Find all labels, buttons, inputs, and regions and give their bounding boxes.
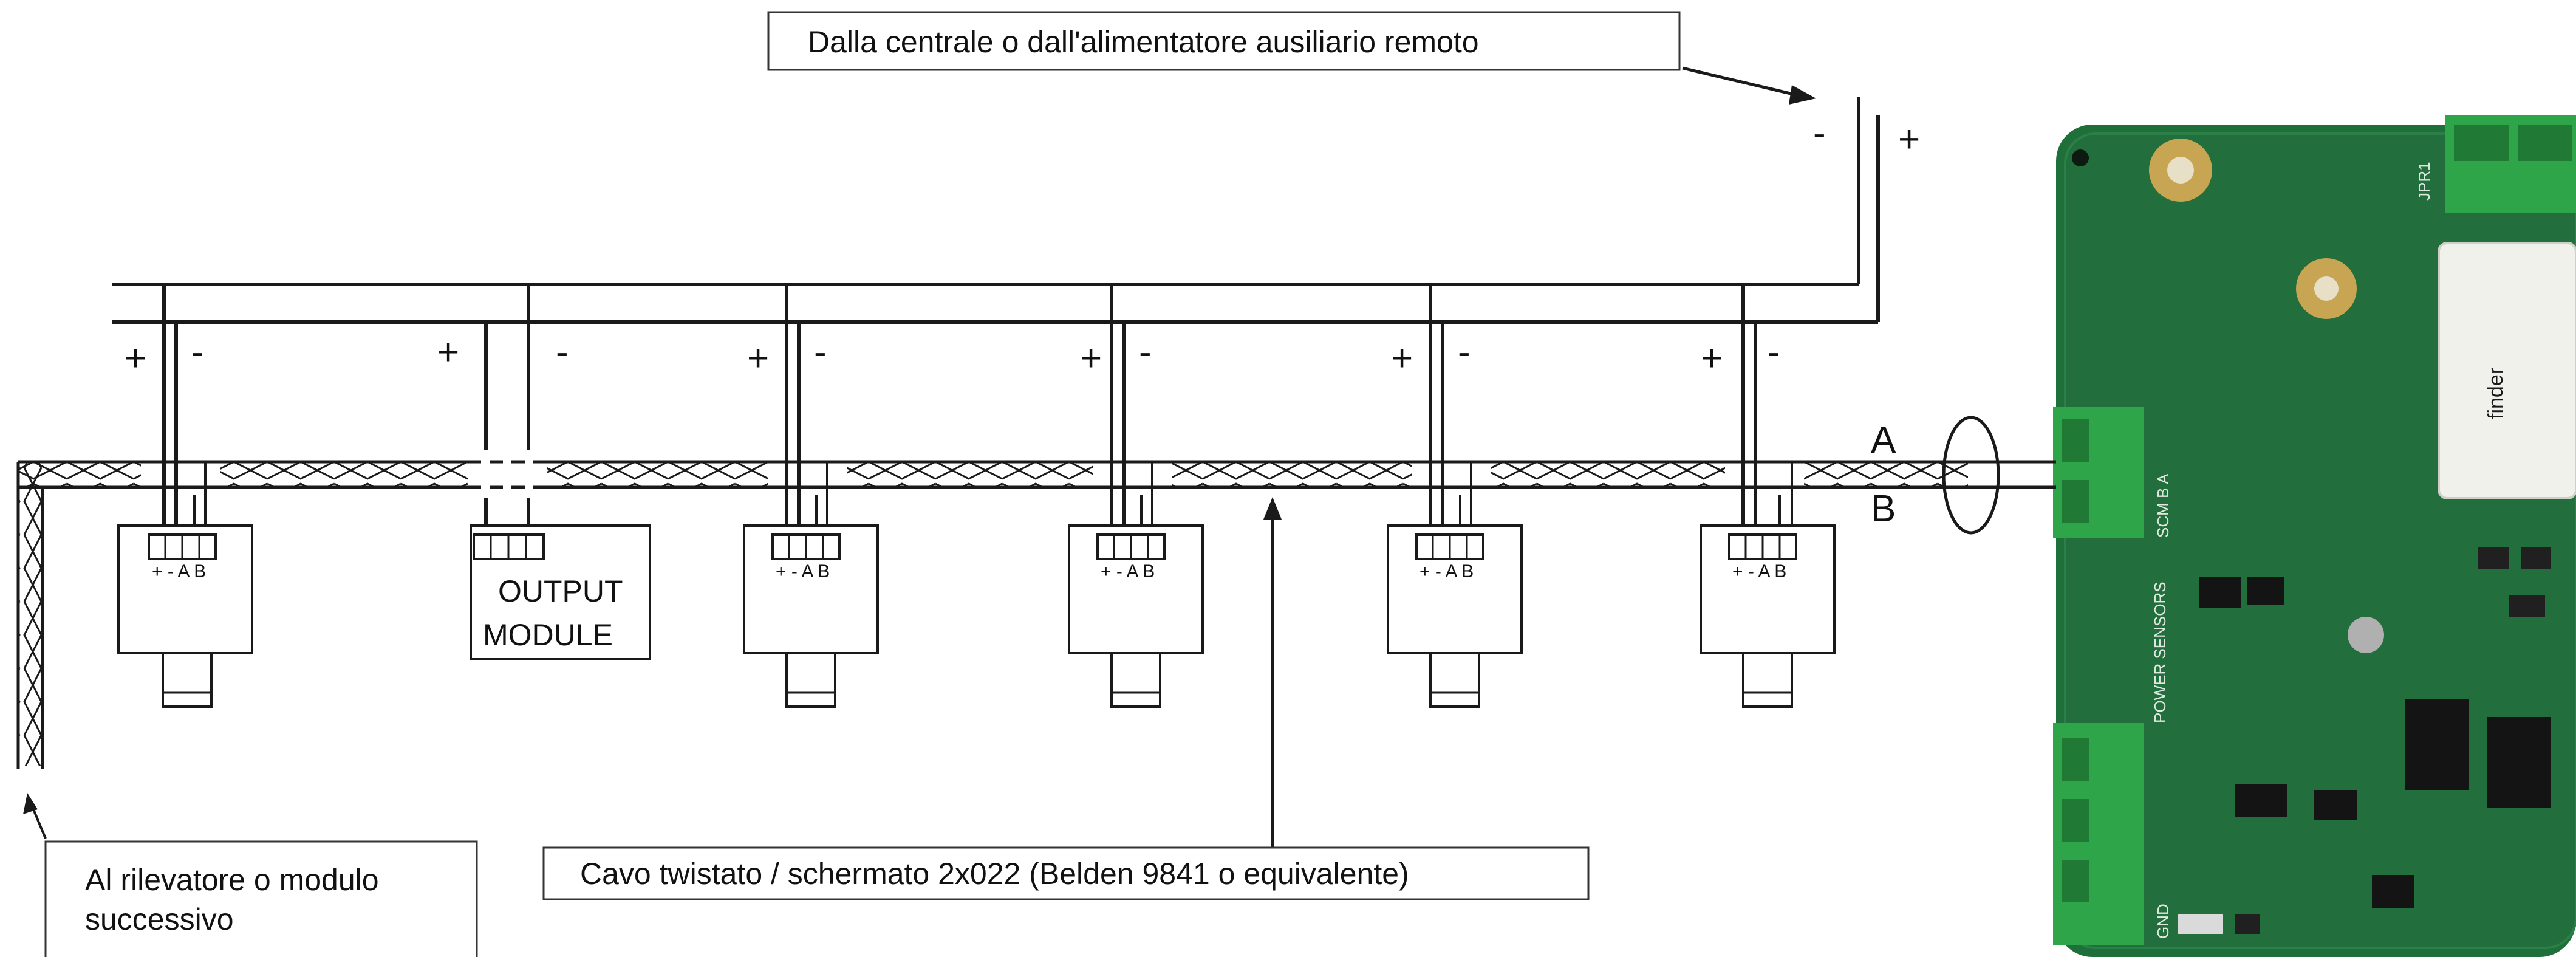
top-callout-text: Dalla centrale o dall'alimentatore ausil… xyxy=(808,25,1479,59)
detector-1-minus: - xyxy=(191,331,204,373)
bus-label-b: B xyxy=(1871,488,1896,530)
output-module-line1: OUTPUT xyxy=(498,574,623,608)
ic-chip-icon xyxy=(2247,577,2284,605)
left-callout-line1: Al rilevatore o modulo xyxy=(85,863,379,897)
silk-gnd: GND xyxy=(2154,904,2172,939)
capacitor-icon xyxy=(2348,617,2384,653)
output-module: + - OUTPUT MODULE xyxy=(437,286,651,660)
power-bus xyxy=(112,283,1878,324)
detector-1: + - + - A B xyxy=(117,284,253,708)
left-callout-line2: successivo xyxy=(85,902,234,936)
supply-minus-label: - xyxy=(1813,112,1826,154)
ic-chip-icon xyxy=(2372,875,2414,908)
silk-power: POWER SENSORS xyxy=(2151,581,2169,723)
detector-4-terminals: + - A B xyxy=(1420,561,1474,581)
detector-3-terminals: + - A B xyxy=(1101,561,1155,581)
ic-chip-icon xyxy=(2314,790,2357,820)
supply-feed: - + xyxy=(1813,97,1920,322)
ic-chip-icon xyxy=(2405,699,2469,790)
output-module-minus: - xyxy=(556,331,569,373)
bus-label-a: A xyxy=(1871,419,1896,461)
detector-2-plus: + xyxy=(747,337,769,379)
detector-3: + - + - A B xyxy=(1068,284,1204,708)
detector-5-plus: + xyxy=(1701,337,1723,379)
ic-chip-icon xyxy=(2235,784,2287,817)
mounting-hole-icon xyxy=(2072,149,2089,166)
bottom-callout: Cavo twistato / schermato 2x022 (Belden … xyxy=(542,497,1590,900)
detector-2-minus: - xyxy=(814,331,827,373)
ic-chip-icon xyxy=(2487,717,2551,808)
bottom-callout-text: Cavo twistato / schermato 2x022 (Belden … xyxy=(580,857,1409,891)
detector-1-terminals: + - A B xyxy=(152,561,206,581)
left-callout: Al rilevatore o modulo successivo xyxy=(23,793,478,957)
detector-5-minus: - xyxy=(1768,331,1780,373)
detector-3-plus: + xyxy=(1080,337,1102,379)
silk-jpr: JPR1 xyxy=(2415,162,2433,201)
detector-2-terminals: + - A B xyxy=(776,561,830,581)
output-module-line2: MODULE xyxy=(483,618,613,652)
top-callout: Dalla centrale o dall'alimentatore ausil… xyxy=(767,11,1816,105)
detector-4-plus: + xyxy=(1391,337,1413,379)
relay-icon xyxy=(2438,242,2576,499)
detector-1-plus: + xyxy=(125,337,146,379)
ic-chip-icon xyxy=(2199,577,2241,608)
pcb-board: finder JPR1 SCM B A POWER SENSORS GND xyxy=(2053,115,2576,957)
detector-4: + - + - A B xyxy=(1387,284,1523,708)
supply-plus-label: + xyxy=(1898,118,1920,160)
output-module-plus: + xyxy=(437,331,459,373)
detector-2: + - + - A B xyxy=(743,284,879,708)
detector-4-minus: - xyxy=(1458,331,1471,373)
detector-5: + - + - A B xyxy=(1700,284,1836,708)
silk-scm: SCM B A xyxy=(2154,473,2172,538)
relay-brand: finder xyxy=(2484,368,2507,419)
detector-3-minus: - xyxy=(1139,331,1152,373)
detector-5-terminals: + - A B xyxy=(1732,561,1786,581)
